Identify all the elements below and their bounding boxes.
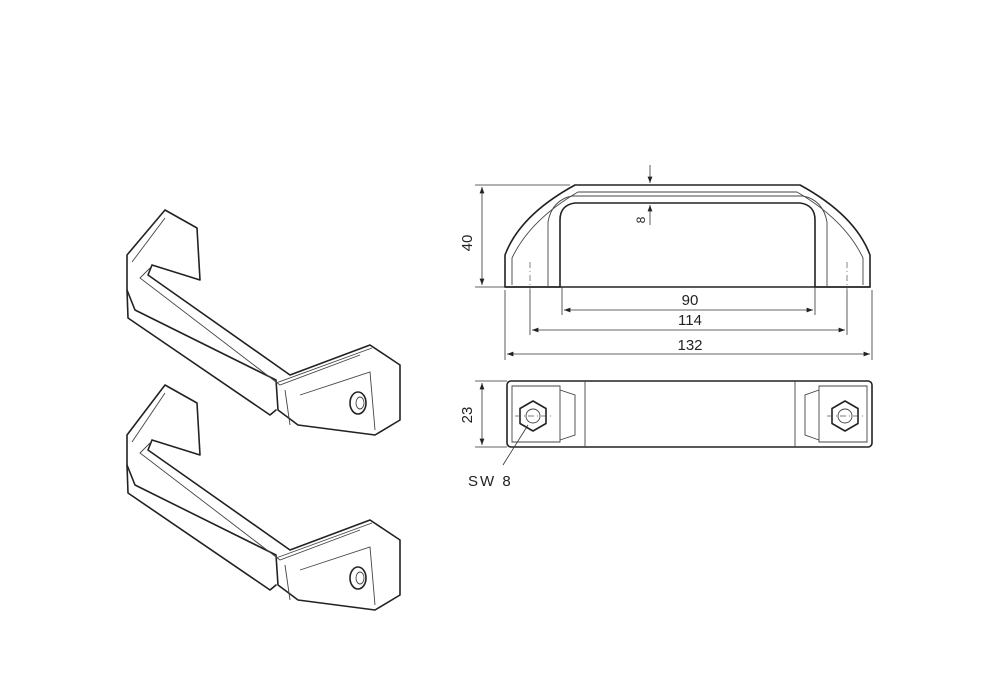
dimension-grip-thickness: 8	[634, 165, 653, 225]
dimension-overall-length: 132	[504, 290, 873, 360]
front-view	[504, 184, 871, 290]
isometric-handle-bottom	[126, 384, 401, 611]
dimension-grip-label: 8	[634, 216, 648, 223]
dimension-inner-width: 90	[561, 287, 816, 315]
wrench-size-label: SW 8	[468, 473, 513, 490]
dimension-overall-length-label: 132	[677, 337, 702, 354]
wrench-size-callout: SW 8	[468, 424, 529, 490]
dimension-height: 40	[459, 184, 570, 288]
dimension-hole-spacing-label: 114	[678, 312, 702, 329]
hex-nut-left	[515, 400, 552, 432]
dimension-width-label: 23	[459, 407, 476, 424]
dimension-height-label: 40	[459, 235, 476, 252]
top-view	[506, 380, 873, 448]
dimension-width: 23	[459, 380, 507, 448]
isometric-handle-top	[126, 209, 401, 436]
dimension-hole-spacing: 114	[529, 290, 848, 335]
hex-nut-right	[827, 400, 864, 432]
dimension-inner-width-label: 90	[682, 292, 699, 309]
